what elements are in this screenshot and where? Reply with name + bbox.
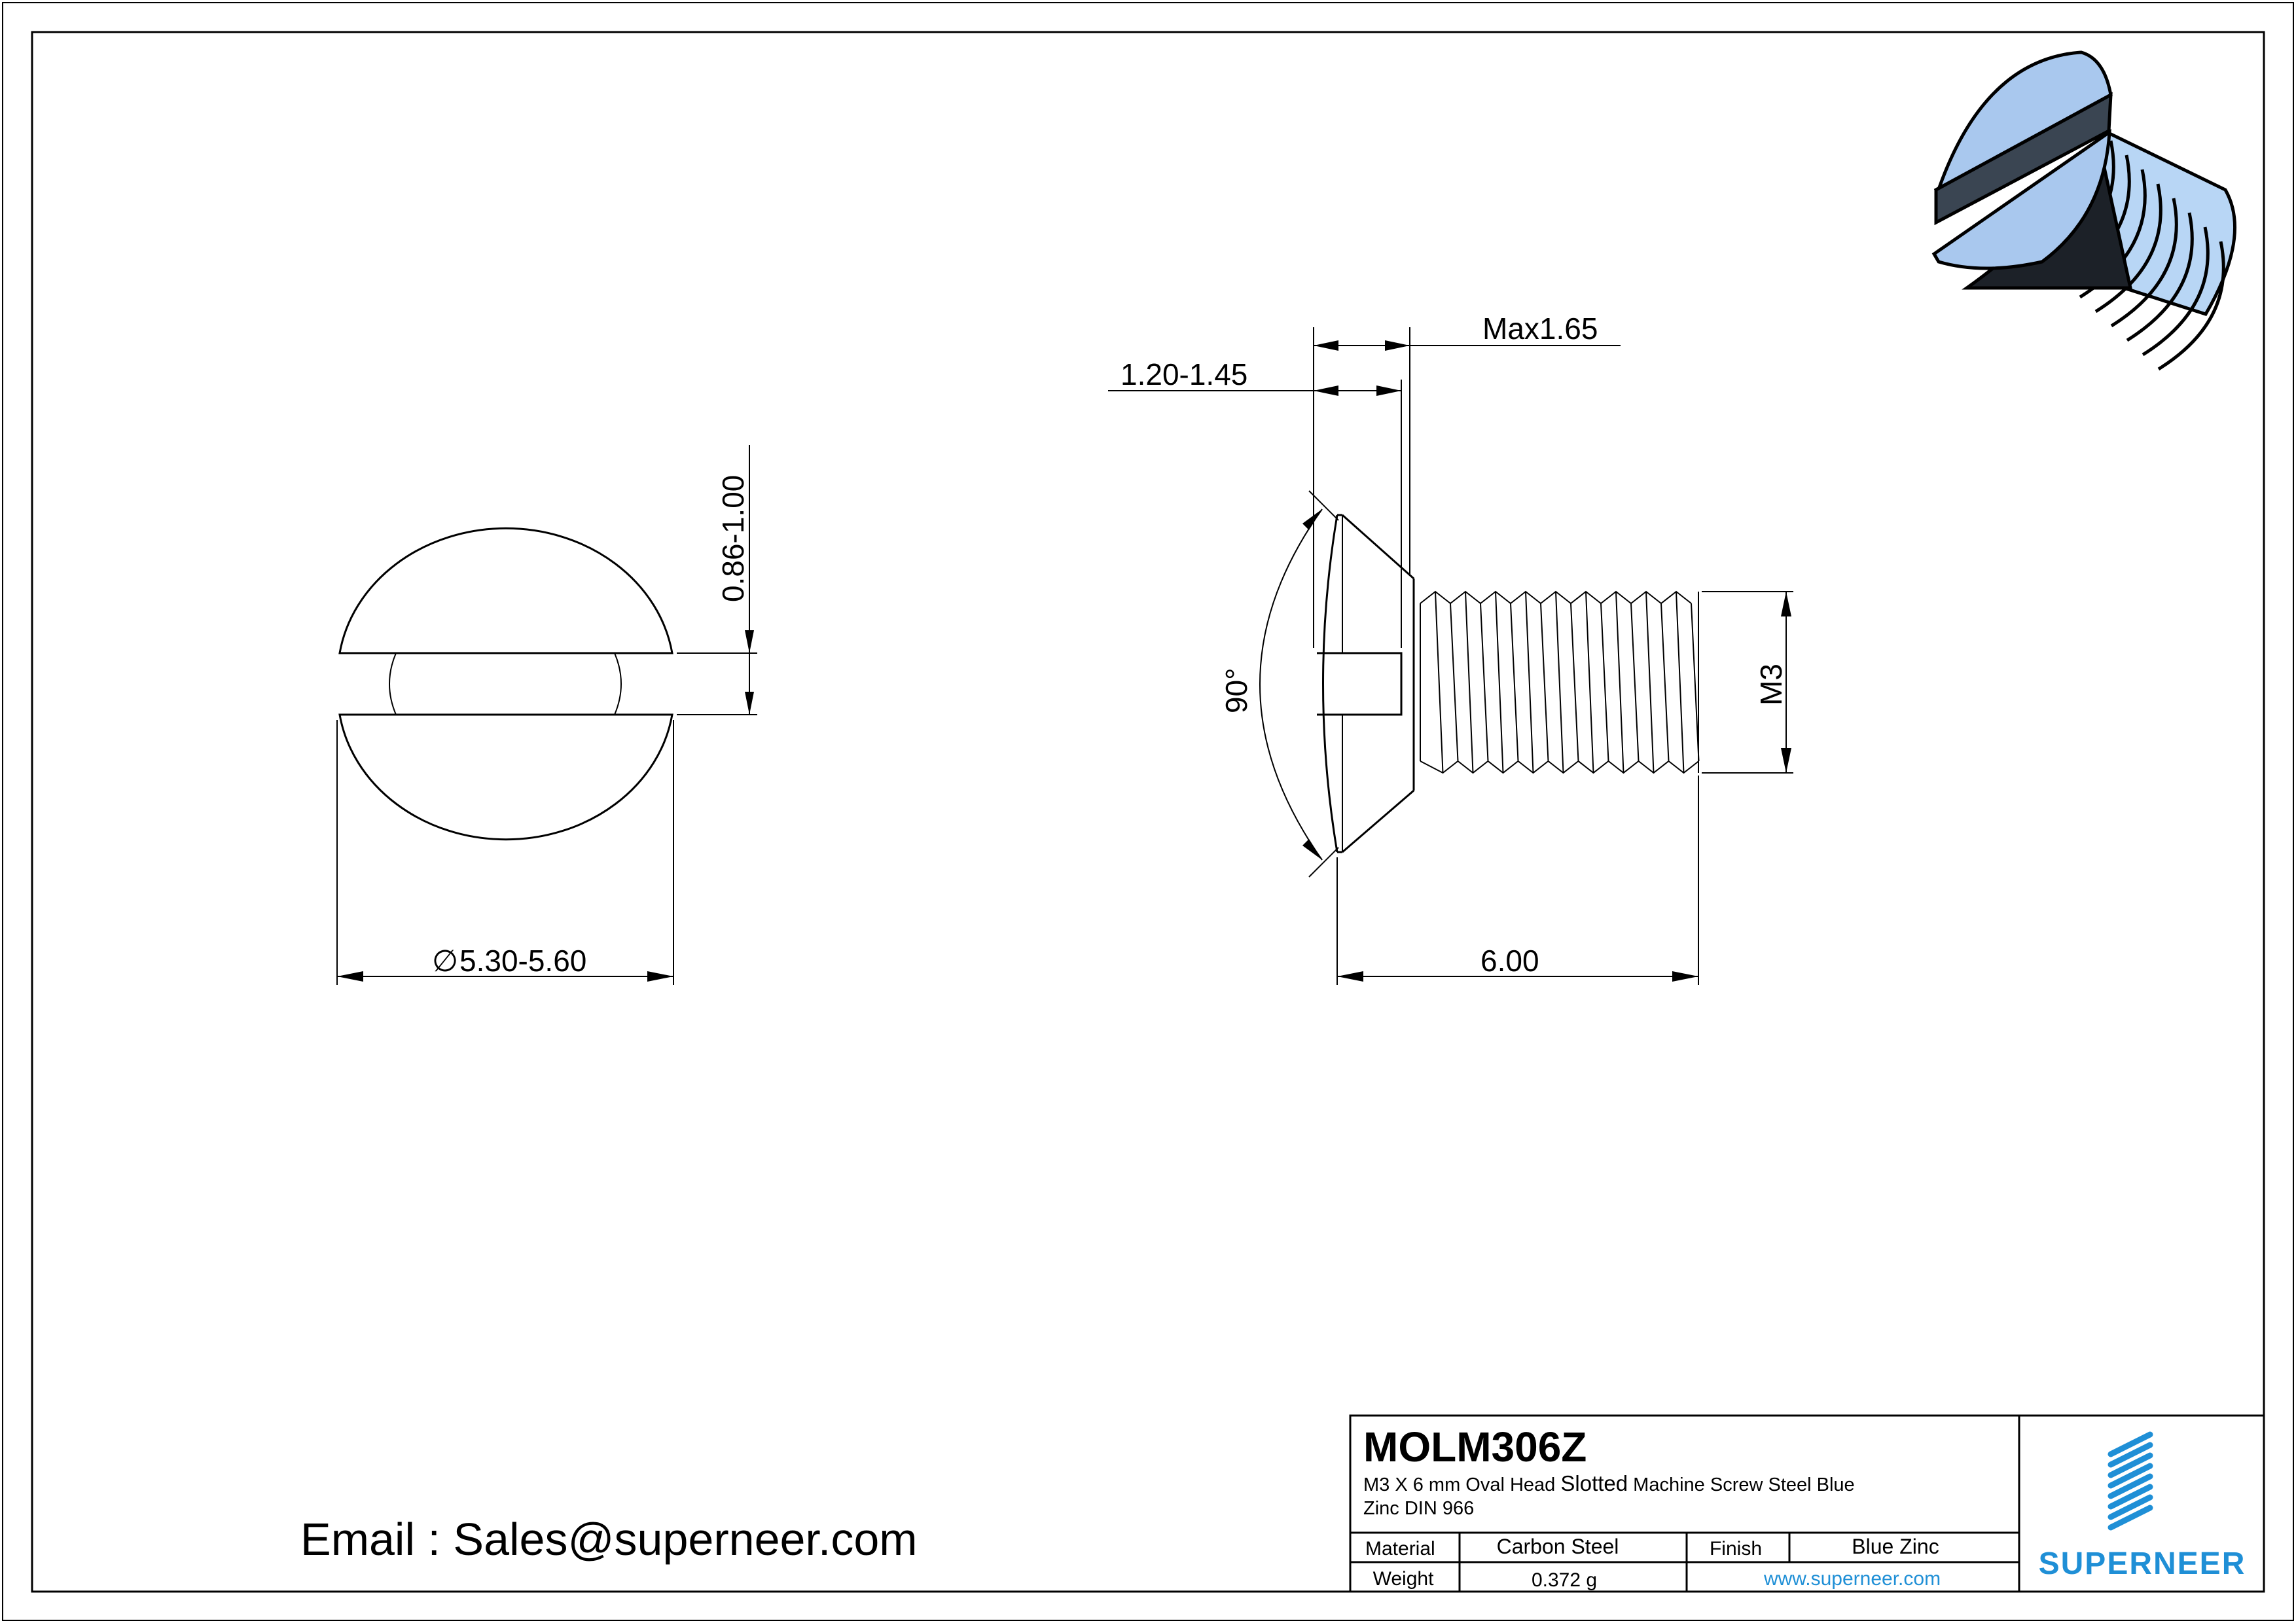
dim-length: 6.00 — [1480, 944, 1539, 978]
dim-slot-width: 0.86-1.00 — [716, 475, 750, 602]
thread-ridge — [2110, 198, 2178, 328]
sheet-border — [31, 31, 2265, 1593]
part-number: MOLM306Z — [1363, 1423, 1587, 1471]
dim-thread: M3 — [1754, 664, 1788, 705]
screw-3d-render — [1931, 50, 2236, 371]
title-block: MOLM306Z M3 X 6 mm Oval Head Slotted Mac… — [1349, 1414, 2265, 1593]
head-top-view: ∅ 5.30-5.60 0.86-1.00 — [336, 445, 757, 985]
description-line-1: M3 X 6 mm Oval Head Slotted Machine Scre… — [1363, 1471, 1855, 1495]
logo-stripe — [2108, 1452, 2153, 1478]
thread-ridge — [2094, 183, 2162, 313]
material-value: Carbon Steel — [1497, 1535, 1619, 1558]
superneer-logo-icon — [2108, 1431, 2153, 1531]
finish-value: Blue Zinc — [1852, 1535, 1939, 1558]
thread-ridge — [2126, 212, 2194, 342]
logo-stripe — [2108, 1484, 2153, 1510]
thread-ridge — [2142, 226, 2210, 357]
screw-side-view: Max1.65 1.20-1.45 M3 6.00 90° — [1108, 312, 1793, 985]
material-label: Material — [1365, 1538, 1435, 1560]
logo-text: SUPERNEER — [2039, 1546, 2246, 1581]
thread-ridge — [2157, 241, 2225, 371]
dim-angle: 90° — [1219, 668, 1253, 713]
logo-stripe — [2108, 1431, 2153, 1457]
logo-stripe — [2108, 1494, 2153, 1520]
logo-stripe — [2108, 1463, 2153, 1489]
finish-label: Finish — [1710, 1538, 1762, 1560]
dim-head-diameter: 5.30-5.60 — [459, 944, 586, 978]
contact-email: Email : Sales@superneer.com — [300, 1514, 918, 1565]
website-link[interactable]: www.superneer.com — [1763, 1568, 1941, 1590]
description-line-2: Zinc DIN 966 — [1363, 1498, 1474, 1519]
dim-slot-depth: 1.20-1.45 — [1121, 357, 1247, 391]
logo-stripe — [2108, 1442, 2153, 1468]
diameter-symbol: ∅ — [432, 944, 458, 978]
logo-stripe — [2108, 1473, 2153, 1499]
dim-head-height: Max1.65 — [1482, 312, 1598, 346]
logo-stripe — [2108, 1505, 2153, 1531]
weight-label: Weight — [1373, 1568, 1434, 1590]
weight-value: 0.372 g — [1532, 1569, 1597, 1591]
